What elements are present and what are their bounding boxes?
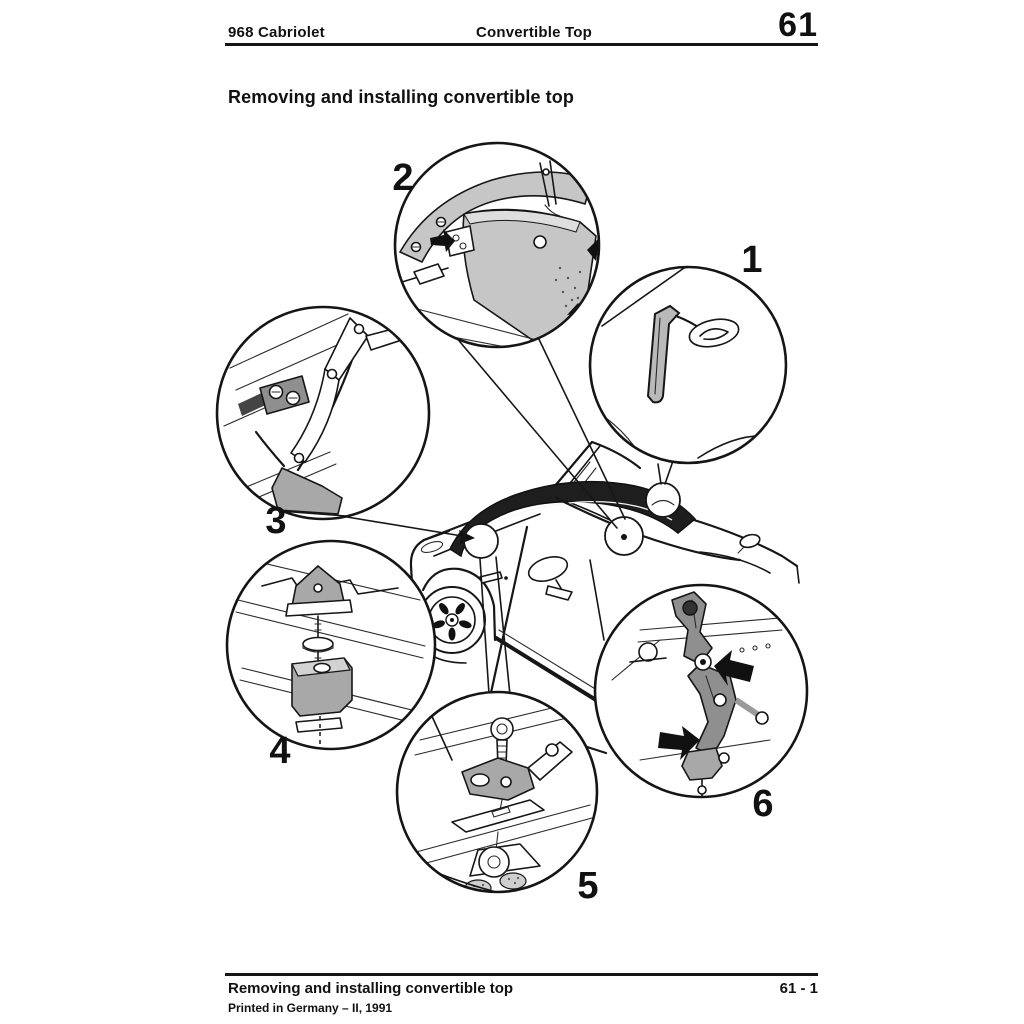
nut [311,751,329,769]
callout-6-number: 6 [752,783,773,825]
header-chapter-number: 61 [778,6,818,44]
callout-3: 3 [215,305,431,542]
callout-1-circle [588,265,788,465]
hinge-bracket [461,757,535,801]
far-mirror [737,533,761,554]
bolt-head [490,717,514,741]
marker-circle-3 [463,523,499,559]
callout-1: 1 [588,239,788,465]
marker-circle-1 [645,482,681,518]
lower-bracket [681,747,723,781]
arrow-upper [714,650,754,686]
footer-section-title: Removing and installing convertible top [228,980,514,997]
callout-4: 4 [225,539,437,772]
footer-imprint: Printed in Germany – II, 1991 [228,1001,393,1015]
callout-4-number: 4 [269,730,290,772]
washer [302,636,334,652]
callout-5: 5 [395,690,599,907]
page-title: Removing and installing convertible top [228,87,574,107]
leader-lines [346,332,675,696]
side-mirror [527,556,573,601]
callout-6: 6 [593,583,809,825]
headlight [420,540,444,554]
folded-top [449,480,697,558]
arrow-left [587,238,599,261]
footer-page-number: 61 - 1 [779,980,818,997]
header-rule [225,43,818,46]
callout-2-detail [397,160,599,347]
callout-5-circle [395,690,599,894]
callout-2-circle [393,141,601,349]
callout-6-detail [611,591,783,797]
leader-arrowhead [459,530,475,544]
callout-2-number: 2 [392,157,413,199]
callout-2: 2 [392,141,601,349]
callout-1-detail [601,267,771,463]
callout-3-number: 3 [265,500,286,542]
callout-1-number: 1 [741,239,762,281]
callout-4-circle [225,539,437,751]
footer-rule [225,973,818,976]
arrow-lower [658,726,700,760]
car-drawing [409,440,800,761]
callout-5-number: 5 [577,865,598,907]
header-model: 968 Cabriolet [228,24,325,41]
callout-6-circle [593,583,809,799]
marker-circle-2 [604,516,644,556]
header-section: Convertible Top [475,24,593,41]
location-markers [346,332,681,696]
callout-3-circle [215,305,431,521]
callout-5-detail [404,705,593,892]
arrow-right [430,229,455,252]
